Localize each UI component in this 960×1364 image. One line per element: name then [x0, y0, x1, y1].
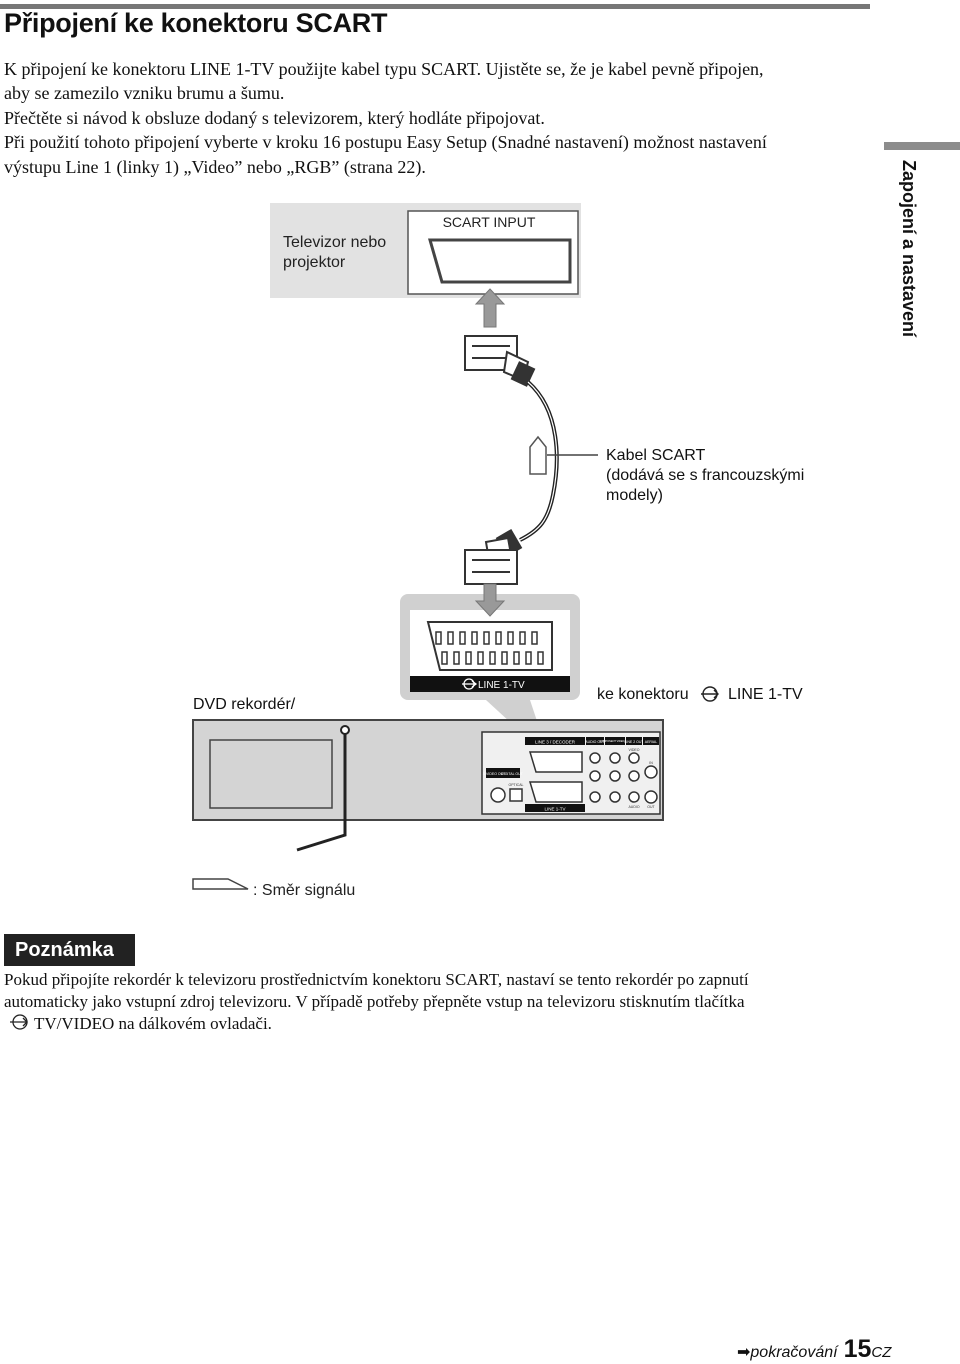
note-line: automaticky jako vstupní zdroj televizor… [4, 992, 745, 1011]
scart-plug-bottom [464, 528, 523, 585]
tv-port-label: SCART INPUT [443, 214, 536, 230]
tv-port-panel [407, 210, 579, 295]
line-input-icon [701, 686, 719, 702]
side-tab-bar [884, 142, 960, 150]
note-line: Pokud připojíte rekordér k televizoru pr… [4, 970, 749, 989]
scart-plug-top [464, 335, 536, 387]
note-text: Pokud připojíte rekordér k televizoru pr… [4, 969, 870, 1035]
dvd-recorder-vent [209, 739, 333, 809]
line-input-icon [10, 1014, 28, 1030]
legend-arrow-icon [192, 878, 249, 890]
svg-text:OPTICAL: OPTICAL [509, 783, 524, 787]
cable-label: Kabel SCART [606, 447, 706, 464]
recorder-label: DVD rekordér/ [193, 696, 296, 713]
intro-line: K připojení ke konektoru LINE 1-TV použi… [4, 59, 764, 79]
zoom-port-label: LINE 1-TV [478, 680, 525, 691]
svg-text:LINE 2 OUT: LINE 2 OUT [624, 740, 644, 744]
cable-label: modely) [606, 487, 663, 504]
svg-text:OUT: OUT [647, 805, 655, 809]
top-rule [0, 4, 870, 9]
svg-text:LINE 3 / DECODER: LINE 3 / DECODER [535, 740, 576, 745]
svg-text:DIGITAL OUT: DIGITAL OUT [501, 772, 523, 776]
intro-text: K připojení ke konektoru LINE 1-TV použi… [4, 57, 870, 179]
svg-text:AUDIO: AUDIO [628, 805, 639, 809]
page-title: Připojení ke konektoru SCART [4, 8, 388, 38]
scart-pins [435, 631, 544, 665]
svg-text:AERIAL: AERIAL [645, 740, 658, 744]
svg-text:IN: IN [649, 761, 653, 765]
zoom-port-strip [410, 676, 570, 692]
svg-text:S VIDEO OUT: S VIDEO OUT [483, 772, 506, 776]
page-footer: ➡pokračování 15CZ [737, 1335, 891, 1364]
page-number: 15 [843, 1335, 872, 1363]
svg-text:VIDEO: VIDEO [629, 748, 640, 752]
continue-arrow-icon: ➡ [737, 1344, 751, 1361]
svg-text:COMPONENT VIDEO OUT: COMPONENT VIDEO OUT [600, 740, 631, 743]
svg-text:AUDIO OUT: AUDIO OUT [585, 740, 605, 744]
signal-arrow-down [474, 583, 506, 617]
continued-label: pokračování [750, 1344, 838, 1361]
intro-line: výstupu Line 1 (linky 1) „Video” nebo „R… [4, 156, 426, 177]
note-heading: Poznámka [4, 934, 135, 966]
signal-arrow-outline [529, 435, 547, 475]
signal-arrow-up [474, 288, 506, 328]
page-suffix: CZ [871, 1344, 892, 1361]
power-cord [296, 726, 347, 852]
svg-text:LINE 1-TV: LINE 1-TV [544, 807, 565, 812]
tv-scart-socket [428, 238, 572, 284]
tv-label: Televizor nebo [283, 234, 386, 251]
cable-label: (dodává se s francouzskými [606, 467, 805, 484]
note-line: TV/VIDEO na dálkovém ovladači. [34, 1014, 272, 1033]
intro-line: aby se zamezilo vzniku brumu a šumu. [4, 83, 285, 104]
connector-label-name: LINE 1-TV [728, 686, 803, 703]
line-input-icon [462, 678, 478, 690]
connector-label-prefix: ke konektoru [597, 686, 689, 703]
intro-line: Při použití tohoto připojení vyberte v k… [4, 132, 767, 153]
legend-label: : Směr signálu [253, 882, 355, 899]
tv-label: projektor [283, 254, 346, 271]
intro-line: Přečtěte si návod k obsluze dodaný s tel… [4, 107, 545, 128]
